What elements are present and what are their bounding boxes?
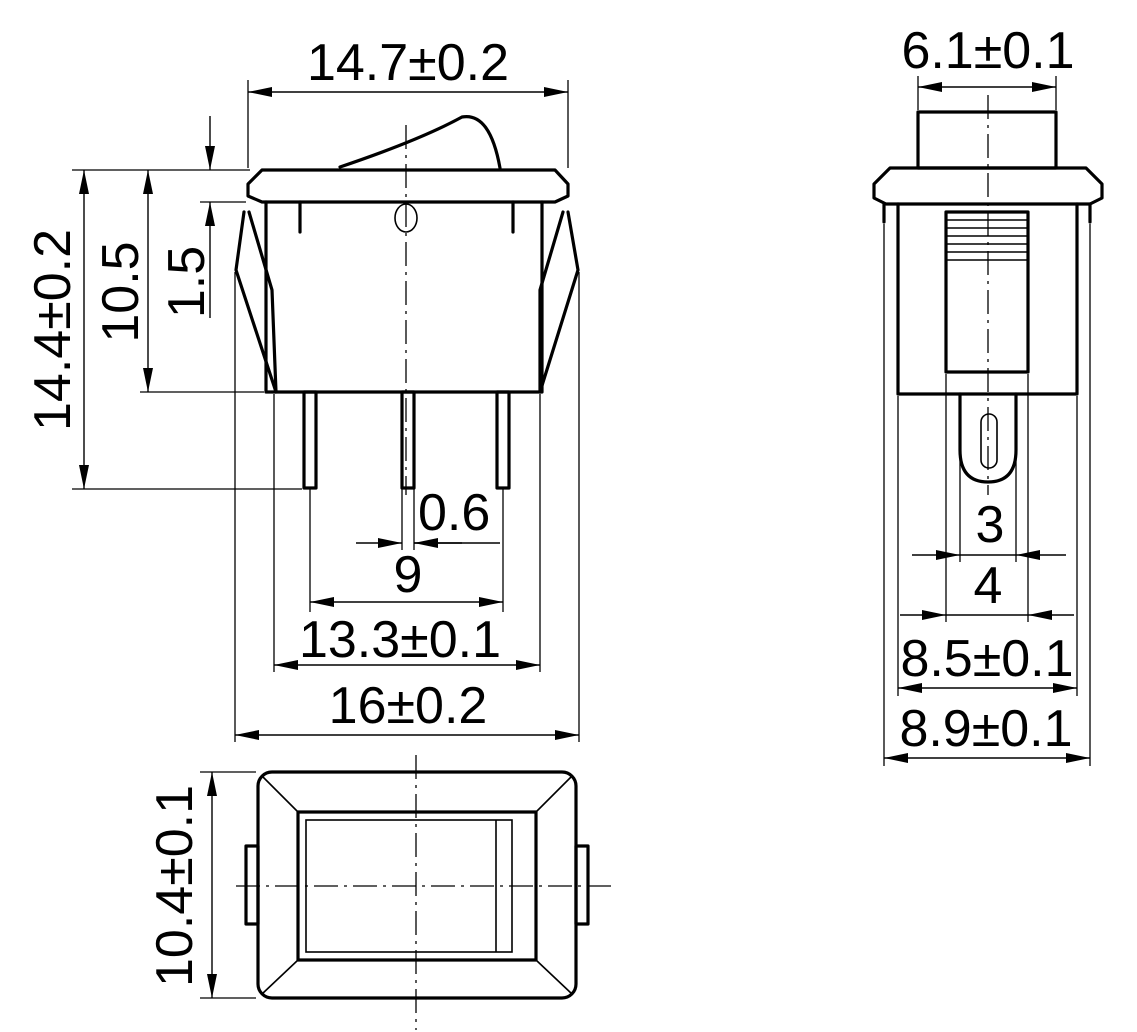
flange-front xyxy=(246,168,570,204)
dim-width-top: 14.7±0.2 xyxy=(307,34,509,92)
rocker-side xyxy=(916,110,1058,170)
dim-rocker-width: 6.1±0.1 xyxy=(901,22,1074,80)
dim-clip-depth: 8.9±0.1 xyxy=(899,700,1072,758)
dim-pin-thickness: 0.6 xyxy=(418,484,490,542)
dim-body-width: 13.3±0.1 xyxy=(299,611,501,669)
dim-depth-top: 10.4±0.1 xyxy=(146,785,204,987)
pin-center xyxy=(400,390,416,490)
pin-hole xyxy=(980,413,998,469)
dim-pin-pitch: 9 xyxy=(394,546,423,604)
top-view: 10.4±0.1 xyxy=(146,755,612,1030)
dim-window-width: 4 xyxy=(974,557,1003,615)
side-view: 6.1±0.1 3 4 8.5±0.1 8.9±0.1 xyxy=(872,22,1104,766)
left-clip xyxy=(234,210,278,394)
clip-right-top xyxy=(574,844,590,926)
pin-left xyxy=(302,390,318,490)
dim-pin-width: 3 xyxy=(976,496,1005,554)
pin-right xyxy=(495,390,511,490)
pin-side xyxy=(958,392,1018,484)
dim-body-height: 10.5 xyxy=(92,241,150,342)
body-front xyxy=(264,200,544,394)
front-view: 14.7±0.2 14.4±0.2 10.5 1.5 0.6 9 13.3±0. xyxy=(24,34,580,742)
rocker-front xyxy=(338,115,502,170)
dim-height-total: 14.4±0.2 xyxy=(24,229,82,431)
dim-flange: 1.5 xyxy=(158,246,216,318)
dim-clip-width: 16±0.2 xyxy=(329,677,488,735)
right-clip xyxy=(538,210,580,394)
dim-body-depth: 8.5±0.1 xyxy=(900,630,1073,688)
clip-left-top xyxy=(244,844,260,926)
body-side xyxy=(896,202,1079,396)
